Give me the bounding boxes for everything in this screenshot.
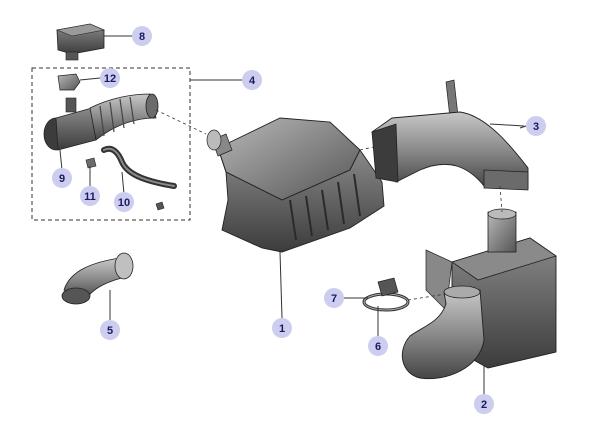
callout-7: 7 [324, 288, 344, 308]
part-clamp [362, 292, 410, 312]
part-elbow-duct [61, 252, 134, 305]
callout-2: 2 [474, 394, 494, 414]
callout-8: 8 [132, 26, 152, 46]
callout-label: 10 [118, 197, 130, 209]
leader-lines [59, 35, 527, 396]
callout-5: 5 [100, 320, 120, 340]
part-air-cleaner-housing [206, 117, 385, 253]
part-connector [57, 73, 81, 91]
callout-label: 4 [249, 75, 256, 87]
part-clamp-screw [377, 277, 399, 297]
callout-label: 3 [533, 121, 539, 133]
part-resonator [401, 208, 557, 380]
callout-4: 4 [242, 70, 262, 90]
callout-label: 5 [107, 325, 113, 337]
part-breather-tube [101, 145, 177, 211]
callout-label: 1 [279, 323, 285, 335]
part-nut [85, 157, 97, 169]
part-maf-sensor-housing [55, 23, 106, 61]
callout-11: 11 [80, 186, 100, 206]
callout-label: 7 [331, 293, 337, 305]
callout-9: 9 [52, 168, 72, 188]
group-box-hose-assembly [31, 67, 191, 221]
callout-12: 12 [100, 68, 120, 88]
part-intake-duct [371, 79, 529, 191]
callout-label: 11 [84, 191, 96, 203]
callout-3: 3 [526, 116, 546, 136]
callout-label: 2 [481, 399, 487, 411]
connection-lines [155, 109, 503, 301]
callout-label: 8 [139, 31, 145, 43]
callout-label: 6 [375, 341, 381, 353]
part-maf-sensor [43, 93, 159, 151]
callout-label: 9 [59, 173, 65, 185]
callout-10: 10 [114, 192, 134, 212]
callout-label: 12 [104, 73, 116, 85]
callout-6: 6 [368, 336, 388, 356]
callout-1: 1 [272, 318, 292, 338]
